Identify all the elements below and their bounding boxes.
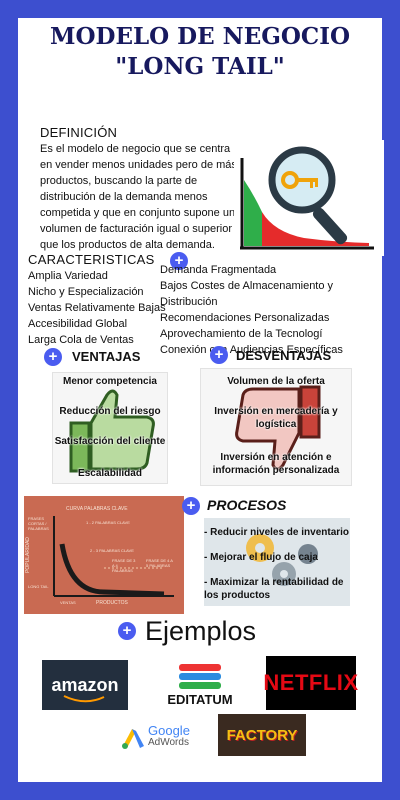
- long-tail-magnifier-icon: [234, 140, 384, 256]
- caracteristicas-plus-icon[interactable]: +: [170, 252, 188, 270]
- amazon-logo: amazon: [42, 660, 128, 710]
- desventaja-item: Inversión en atención e información pers…: [212, 452, 340, 476]
- list-item: Recomendaciones Personalizadas: [160, 312, 330, 324]
- ventaja-item: Satisfacción del cliente: [54, 436, 166, 447]
- ventaja-item: Escalabilidad: [78, 468, 142, 479]
- adwords-text: Google AdWords: [148, 723, 190, 749]
- definicion-line: productos, buscando la parte de: [40, 175, 198, 187]
- chart-drawing: [53, 516, 174, 597]
- adwords-label: AdWords: [148, 737, 189, 748]
- amazon-logo-text: amazon: [51, 674, 119, 695]
- desventaja-item: Inversión en mercadería y logística: [214, 406, 338, 430]
- google-adwords-logo: Google AdWords: [120, 716, 204, 758]
- list-item: Conexión con Audiencias Específicas: [160, 344, 343, 356]
- definicion-line: distribución de la demanda menos: [40, 191, 208, 203]
- chart-label: 2 - 3 PALABRAS CLAVE: [90, 548, 134, 553]
- procesos-heading: PROCESOS: [207, 497, 287, 513]
- definicion-line: Es el modelo de negocio que se centra: [40, 143, 231, 155]
- chart-label: VENTAS: [60, 600, 76, 605]
- chart-title: CURVA PALABRAS CLAVE: [66, 506, 128, 512]
- list-item: Bajos Costes de Almacenamiento y: [160, 280, 334, 292]
- amazon-smile-icon: [63, 695, 105, 703]
- ventaja-item: Menor competencia: [63, 376, 157, 387]
- definicion-line: en vender menos unidades pero de más: [40, 159, 237, 171]
- netflix-logo-text: NETFLIX: [263, 670, 359, 695]
- thumbs-up-icon: [69, 389, 155, 473]
- definicion-line: que los productos de alta demanda.: [40, 239, 215, 251]
- definicion-line: volumen de facturación igual o superior: [40, 223, 233, 235]
- desventajas-heading: DESVENTAJAS: [236, 348, 332, 363]
- ventajas-heading: VENTAJAS: [72, 349, 141, 364]
- ejemplos-heading: Ejemplos: [145, 616, 257, 646]
- chart-xlabel: PRODUCTOS: [96, 600, 128, 606]
- list-item: Demanda Fragmentada: [160, 264, 277, 276]
- title-line-1: MODELO DE NEGOCIO: [50, 23, 350, 50]
- adwords-triangle-icon: [122, 729, 144, 749]
- procesos-plus-icon[interactable]: +: [182, 497, 200, 515]
- lego-factory-logo: FACTORY: [218, 714, 306, 756]
- desventajas-plus-icon[interactable]: +: [210, 346, 228, 364]
- list-item: Ventas Relativamente Bajas: [28, 302, 166, 314]
- list-item: Aprovechamiento de la Tecnologí: [160, 328, 323, 340]
- list-item: Nicho y Especialización: [28, 286, 144, 298]
- ventajas-plus-icon[interactable]: +: [44, 348, 62, 366]
- thumbs-down-icon: [235, 385, 321, 471]
- long-tail-chart: CURVA PALABRAS CLAVE POPULARIDAD PRODUCT…: [24, 496, 184, 614]
- page-title: MODELO DE NEGOCIO "LONG TAIL": [18, 22, 382, 82]
- gears-icon: [246, 534, 318, 586]
- title-line-2: "LONG TAIL": [115, 53, 285, 80]
- list-item: Distribución: [160, 296, 218, 308]
- proceso-item: - Maximizar la rentabilidad de los produ…: [204, 577, 344, 601]
- chart-label: FRASE DE 4 A 5 PALABRAS: [146, 558, 173, 568]
- list-item: Accesibilidad Global: [28, 318, 128, 330]
- ventaja-item: Reducción del riesgo: [59, 406, 161, 417]
- editatum-logo: EDITATUM: [162, 656, 238, 712]
- desventajas-box: Volumen de la oferta Inversión en mercad…: [200, 368, 352, 486]
- netflix-logo: NETFLIX: [263, 656, 359, 710]
- chart-label: 1 - 2 PALABRAS CLAVE: [86, 520, 130, 525]
- definicion-line: competida y que en conjunto supone un: [40, 207, 236, 219]
- factory-logo-text: FACTORY: [226, 726, 298, 744]
- caracteristicas-heading: CARACTERISTICAS: [28, 252, 155, 267]
- chart-label: FRASES CORTAS / PALABRAS: [28, 516, 49, 531]
- procesos-box: [204, 518, 350, 606]
- ventajas-box: Menor competencia Reducción del riesgo S…: [52, 372, 168, 484]
- proceso-item: - Mejorar el flujo de caja: [204, 552, 318, 563]
- chart-ylabel: POPULARIDAD: [24, 537, 31, 573]
- books-icon: [179, 663, 221, 689]
- proceso-item: - Reducir niveles de inventario: [204, 527, 350, 538]
- list-item: Larga Cola de Ventas: [28, 334, 134, 346]
- chart-label: FRASE DE 3 A 4 PALABRAS: [112, 558, 136, 573]
- caracteristicas-left-list: Amplia Variedad Nicho y Especialización …: [28, 268, 166, 348]
- caracteristicas-right-list: Demanda Fragmentada Bajos Costes de Alma…: [160, 262, 343, 358]
- definicion-heading: DEFINICIÓN: [40, 125, 118, 140]
- definicion-text: Es el modelo de negocio que se centra en…: [40, 141, 240, 253]
- google-text: Google: [148, 723, 190, 738]
- desventaja-item: Volumen de la oferta: [227, 376, 325, 387]
- chart-label: LONG TAIL: [28, 584, 49, 589]
- list-item: Amplia Variedad: [28, 270, 108, 282]
- ejemplos-plus-icon[interactable]: +: [118, 622, 136, 640]
- editatum-logo-text: EDITATUM: [167, 691, 233, 707]
